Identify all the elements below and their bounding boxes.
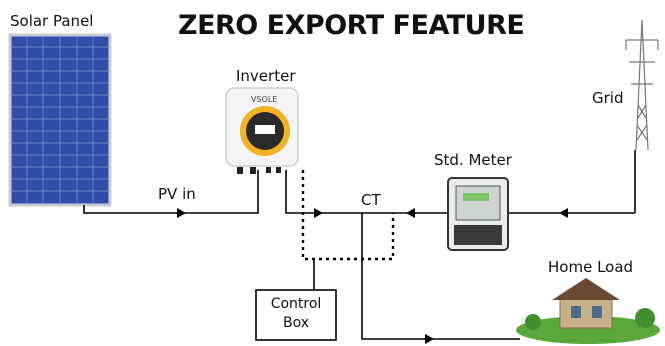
meter-to-ct-arrow [406, 208, 415, 218]
home-load-image [516, 278, 660, 344]
wires [83, 150, 636, 340]
control-box: Control Box [256, 295, 336, 333]
control-box-frame [255, 289, 337, 341]
inverter-to-ct-arrow [314, 208, 323, 218]
signal-lines [301, 170, 395, 261]
std-meter-image [447, 177, 509, 251]
solar-panel-label: Solar Panel [10, 12, 94, 30]
control-box-line2: Box [282, 315, 310, 331]
pv-in-label: PV in [158, 185, 196, 203]
std-meter-label: Std. Meter [434, 151, 512, 169]
inverter-label: Inverter [236, 67, 296, 85]
grid-label: Grid [592, 89, 624, 107]
grid-tower-image [625, 19, 659, 151]
page-title: ZERO EXPORT FEATURE [178, 10, 525, 41]
arrows [177, 208, 568, 344]
load-arrow [425, 334, 434, 344]
pv-arrow [177, 208, 186, 218]
solar-panel-image [8, 33, 112, 207]
control-box-line1: Control [270, 296, 322, 312]
inverter-image [225, 87, 299, 174]
ct-label: CT [361, 191, 381, 209]
home-load-label: Home Load [548, 258, 634, 276]
inverter-brand-label: VSOLE [251, 95, 278, 104]
grid-to-meter-arrow [559, 208, 568, 218]
